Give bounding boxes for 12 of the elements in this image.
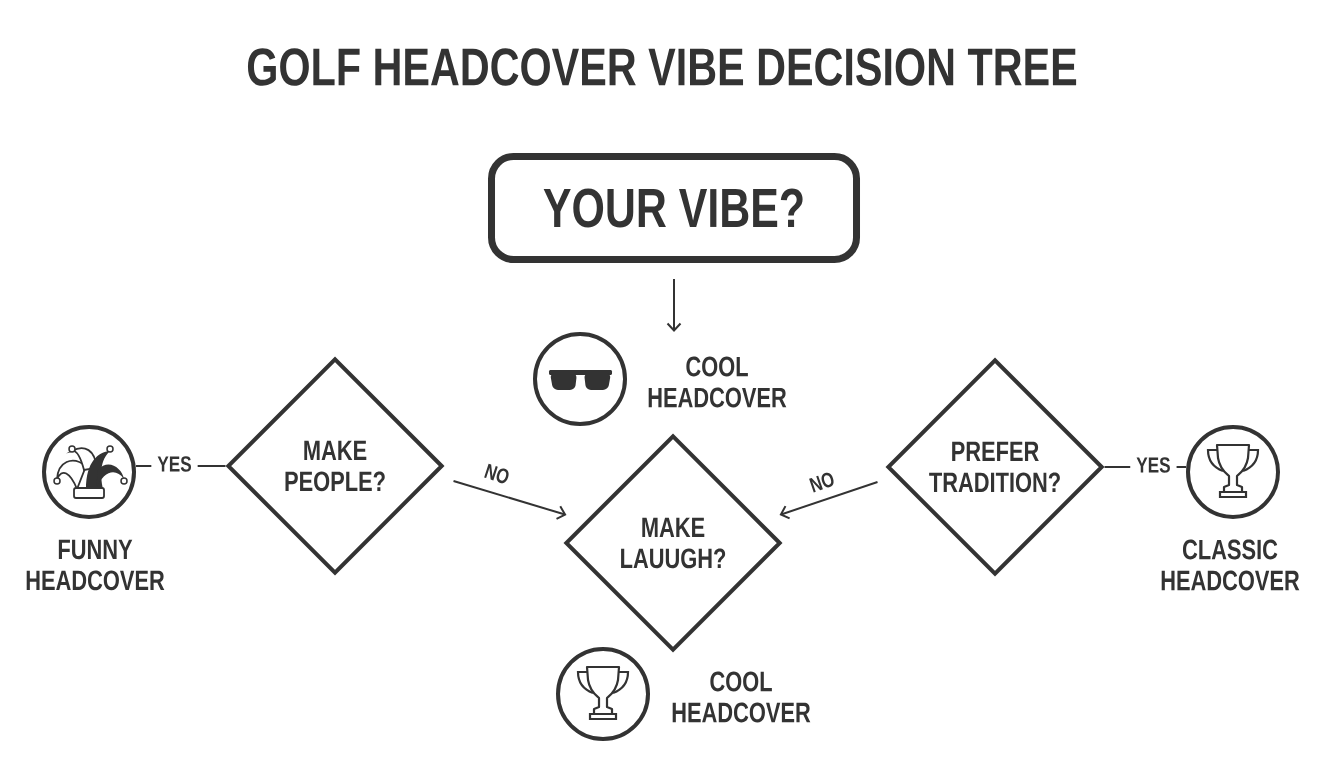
title: GOLF HEADCOVER VIBE DECISION TREE [247, 48, 1077, 86]
arrow [779, 481, 879, 520]
edge-label: YES [151, 450, 198, 478]
outcome-label: FUNNY HEADCOVER [26, 539, 165, 591]
edge-label: NO [806, 469, 838, 495]
outcome-label: COOL HEADCOVER [672, 671, 811, 723]
arrow [452, 480, 567, 520]
edge-label: NO [481, 461, 513, 487]
start-box: YOUR VIBE? [488, 153, 860, 263]
outcome-label: CLASSIC HEADCOVER [1161, 539, 1300, 591]
arrow [666, 278, 682, 332]
outcome-label: COOL HEADCOVER [648, 356, 787, 408]
